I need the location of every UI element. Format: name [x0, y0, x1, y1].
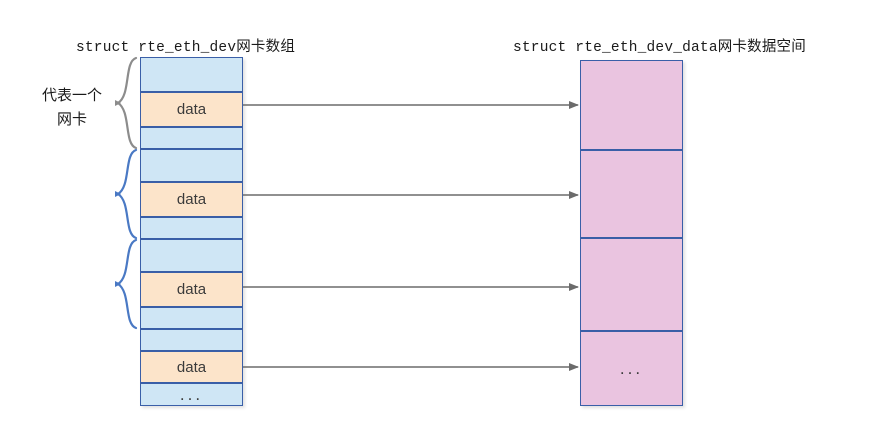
array-cell[interactable]	[140, 127, 243, 149]
group-brace-1	[115, 56, 138, 150]
array-cell-label: ...	[179, 384, 204, 404]
array-cell[interactable]	[140, 57, 243, 92]
array-cell-label: data	[176, 101, 207, 118]
array-cell-label: data	[176, 358, 207, 376]
array-cell[interactable]	[140, 307, 243, 329]
array-cell[interactable]	[140, 149, 243, 182]
data-space-cell[interactable]	[580, 60, 683, 150]
group-brace-3	[115, 238, 138, 330]
array-cell[interactable]	[140, 329, 243, 351]
data-space-cell[interactable]	[580, 238, 683, 331]
array-data-cell[interactable]: data	[140, 272, 243, 307]
array-data-cell[interactable]: data	[140, 351, 243, 383]
array-data-cell[interactable]: data	[140, 182, 243, 217]
array-cell[interactable]	[140, 239, 243, 272]
side-annotation-line2: 网卡	[56, 111, 87, 128]
array-cell-label: data	[176, 281, 207, 298]
left-column-title: struct rte_eth_dev网卡数组	[76, 40, 296, 56]
array-cell[interactable]	[140, 217, 243, 239]
array-data-cell[interactable]: data	[140, 92, 243, 127]
side-annotation-line1: 代表一个	[41, 87, 102, 104]
side-annotation-label: 代表一个 网卡	[26, 84, 118, 132]
array-cell-label: data	[176, 191, 207, 208]
data-space-cell[interactable]	[580, 150, 683, 238]
array-ellipsis-cell[interactable]: ...	[140, 383, 243, 406]
data-space-cell-label: ...	[619, 358, 644, 378]
data-space-ellipsis-cell[interactable]: ...	[580, 331, 683, 406]
group-brace-2	[115, 148, 138, 240]
right-column-title: struct rte_eth_dev_data网卡数据空间	[513, 40, 806, 56]
